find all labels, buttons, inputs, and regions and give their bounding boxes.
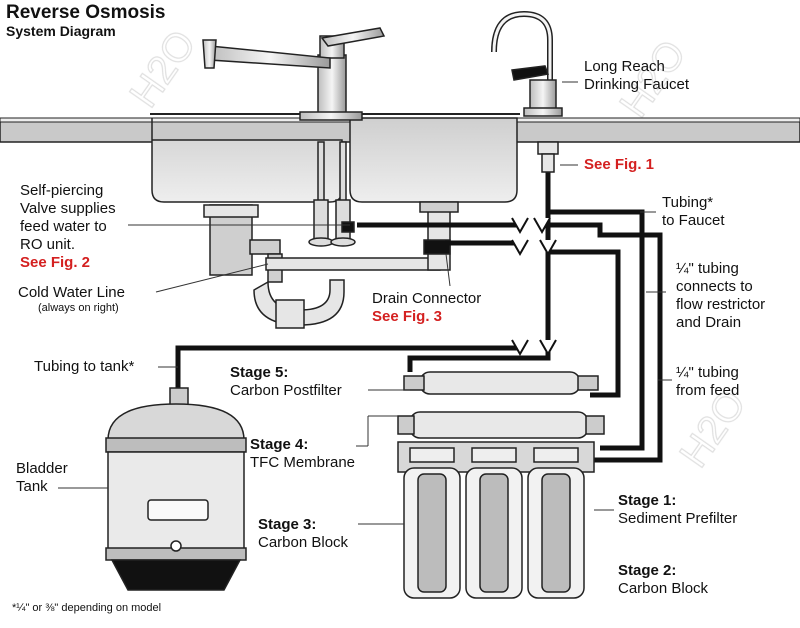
- kitchen-faucet: [202, 27, 386, 121]
- see-fig-3-label: See Fig. 3: [372, 308, 443, 325]
- flow-restrictor-line-1: ¼" tubing: [676, 260, 739, 277]
- stage3-desc: Carbon Block: [258, 534, 349, 551]
- supply-lines: [308, 141, 356, 247]
- tubing-from-feed-label: ¼" tubing from feed: [676, 364, 739, 400]
- see-fig-2-label: See Fig. 2: [20, 254, 91, 271]
- stage1-name: Stage 1:: [618, 492, 677, 509]
- cold-water-label: Cold Water Line (always on right): [18, 284, 125, 315]
- drinking-faucet: [491, 10, 563, 117]
- stage2-name: Stage 2:: [618, 562, 677, 579]
- fig1-fitting: [537, 141, 559, 173]
- stage5-postfilter-graphic: [403, 371, 599, 395]
- stage2-label: Stage 2: Carbon Block: [618, 562, 708, 598]
- stage5-desc: Carbon Postfilter: [230, 382, 342, 399]
- tubing-to-faucet-line-2: to Faucet: [662, 212, 725, 229]
- stage5-label: Stage 5: Carbon Postfilter: [230, 364, 342, 400]
- tubing-to-faucet-line-1: Tubing*: [662, 194, 714, 211]
- drain-plumbing: [203, 201, 459, 329]
- tubing-from-feed-line-1: ¼" tubing: [676, 364, 739, 381]
- tubing-to-faucet-label: Tubing* to Faucet: [662, 194, 725, 230]
- stage1-desc: Sediment Prefilter: [618, 510, 738, 527]
- tubing-to-tank-label: Tubing to tank*: [34, 358, 135, 375]
- cold-water-line: Cold Water Line: [18, 284, 125, 301]
- stage3-label: Stage 3: Carbon Block: [258, 516, 348, 552]
- flow-restrictor-line-2: connects to: [676, 278, 753, 295]
- title-line-2: System Diagram: [6, 23, 116, 39]
- valve-label-line-4: RO unit.: [20, 236, 76, 253]
- valve-label-line-3: feed water to: [20, 218, 107, 235]
- see-fig-1-label: See Fig. 1: [584, 156, 655, 173]
- stage4-membrane-graphic: [397, 411, 605, 439]
- bladder-tank-label: Bladder Tank: [16, 460, 68, 496]
- leader-lines: [58, 81, 672, 525]
- flow-restrictor-line-4: and Drain: [676, 314, 742, 331]
- flow-restrictor-label: ¼" tubing connects to flow restrictor an…: [676, 260, 765, 332]
- stage4-label: Stage 4: TFC Membrane: [250, 436, 355, 472]
- valve-label-line-1: Self-piercing: [20, 182, 104, 199]
- stage1-label: Stage 1: Sediment Prefilter: [618, 492, 737, 528]
- diagram-title: Reverse Osmosis System Diagram: [6, 2, 166, 40]
- stage5-name: Stage 5:: [230, 364, 289, 381]
- bladder-tank-line-2: Tank: [16, 478, 48, 495]
- valve-label: Self-piercing Valve supplies feed water …: [20, 182, 116, 272]
- stage4-desc: TFC Membrane: [250, 454, 356, 471]
- drain-connector-line: Drain Connector: [372, 290, 482, 307]
- tubing-breaks: [511, 217, 557, 357]
- bladder-tank-line-1: Bladder: [16, 460, 68, 477]
- bladder-tank-graphic: [105, 387, 247, 591]
- sink-basins: [150, 113, 520, 203]
- filter-canisters: [397, 441, 595, 599]
- faucet-label-line-1: Long Reach: [584, 58, 665, 75]
- faucet-label-line-2: Drinking Faucet: [584, 76, 690, 93]
- cold-water-note: (always on right): [38, 302, 119, 314]
- stage2-desc: Carbon Block: [618, 580, 709, 597]
- drain-connector-label: Drain Connector See Fig. 3: [372, 290, 481, 326]
- title-line-1: Reverse Osmosis: [6, 2, 166, 23]
- faucet-label: Long Reach Drinking Faucet: [584, 58, 689, 94]
- stage3-name: Stage 3:: [258, 516, 317, 533]
- stage4-name: Stage 4:: [250, 436, 309, 453]
- footnote: *¼" or ⅜" depending on model: [12, 602, 162, 614]
- flow-restrictor-line-3: flow restrictor: [676, 296, 766, 313]
- tubing-from-feed-line-2: from feed: [676, 382, 740, 399]
- valve-label-line-2: Valve supplies: [20, 200, 116, 217]
- tubing: [175, 170, 663, 463]
